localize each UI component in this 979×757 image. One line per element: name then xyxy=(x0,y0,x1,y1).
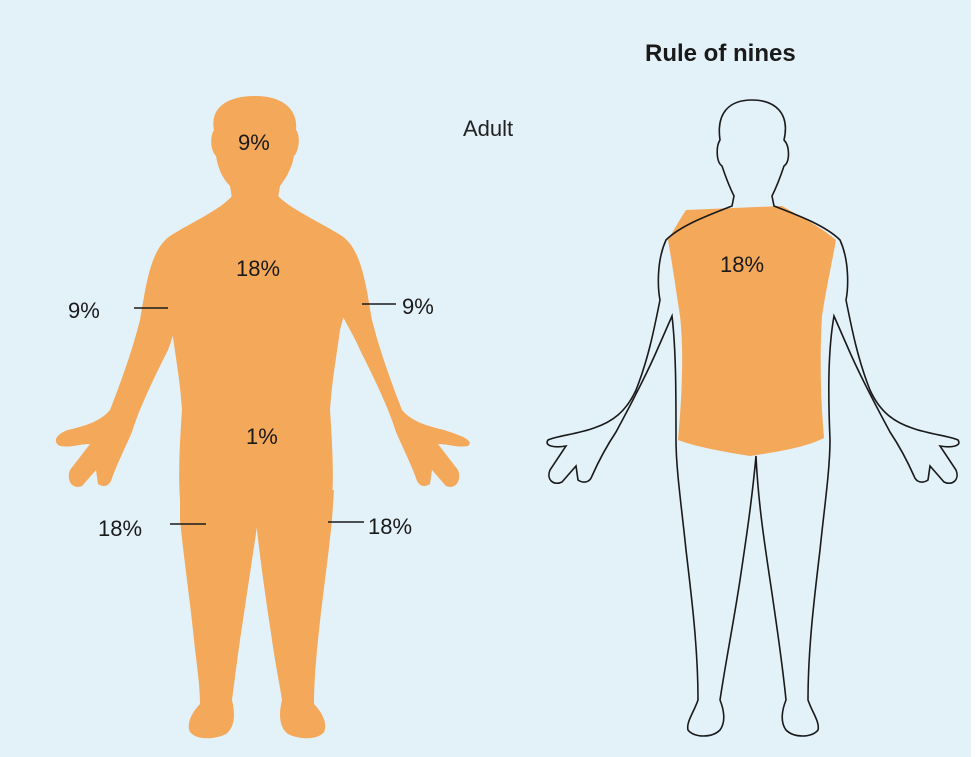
front-body-figure xyxy=(56,96,470,738)
label-torso-front: 18% xyxy=(236,256,280,282)
label-leg-right: 18% xyxy=(368,514,412,540)
front-arm-right xyxy=(328,236,470,487)
front-arm-left xyxy=(56,236,184,487)
back-torso-fill xyxy=(668,206,836,456)
label-arm-left: 9% xyxy=(68,298,100,324)
label-groin: 1% xyxy=(246,424,278,450)
label-leg-left: 18% xyxy=(98,516,142,542)
front-leg-left xyxy=(180,490,262,738)
diagram-title: Rule of nines xyxy=(645,40,796,68)
diagram-subtitle: Adult xyxy=(463,116,513,142)
label-torso-back: 18% xyxy=(720,252,764,278)
label-arm-right: 9% xyxy=(402,294,434,320)
front-torso xyxy=(162,196,349,500)
front-leg-right xyxy=(252,490,334,738)
back-body-figure xyxy=(547,100,959,736)
label-head: 9% xyxy=(238,130,270,156)
